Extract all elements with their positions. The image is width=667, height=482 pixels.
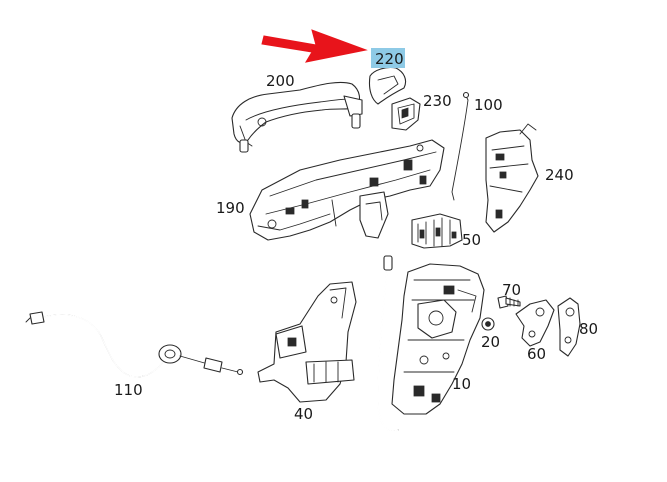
part-80-plate[interactable] [557,297,581,357]
callout-100[interactable]: 100 [474,96,503,114]
callout-230[interactable]: 230 [423,92,452,110]
part-100-rod[interactable] [451,91,470,201]
callout-220[interactable]: 220 [375,50,404,68]
part-110-cable[interactable] [25,311,244,378]
highlight-arrow [261,29,368,63]
callout-60[interactable]: 60 [527,345,546,363]
callout-70[interactable]: 70 [502,281,521,299]
callout-20[interactable]: 20 [481,333,500,351]
part-10-bowden-cable [377,255,399,433]
part-70-bolt[interactable] [497,295,521,309]
callout-110[interactable]: 110 [114,381,143,399]
part-20-nut[interactable] [481,317,495,331]
callout-220-highlight [371,48,405,68]
callout-200[interactable]: 200 [266,72,295,90]
callout-190[interactable]: 190 [216,199,245,217]
part-50-connector[interactable] [411,213,463,249]
callout-50[interactable]: 50 [462,231,481,249]
callout-80[interactable]: 80 [579,320,598,338]
part-200-door-handle[interactable] [231,81,363,153]
callout-10[interactable]: 10 [452,375,471,393]
part-190-handle-carrier[interactable] [249,139,445,241]
part-230-bracket[interactable] [391,97,421,131]
part-220-handle-cap[interactable] [368,66,407,105]
callout-240[interactable]: 240 [545,166,574,184]
callout-40[interactable]: 40 [294,405,313,423]
part-60-bracket[interactable] [515,299,555,347]
part-40-lower-bracket[interactable] [257,281,357,403]
part-240-bracket[interactable] [485,123,539,233]
part-10-door-lock[interactable] [391,263,485,415]
